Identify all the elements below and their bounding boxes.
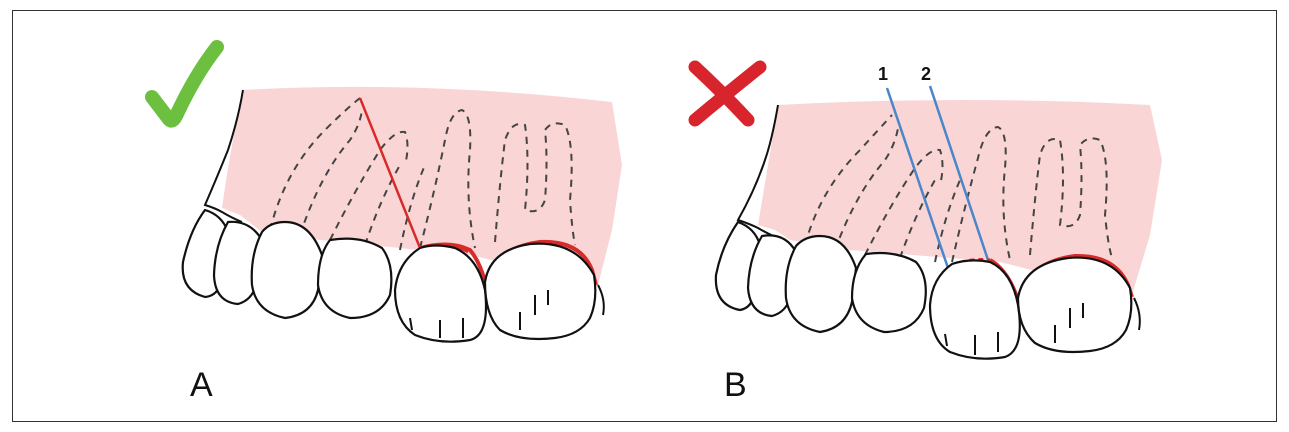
premolar-tooth	[852, 253, 926, 332]
cross-icon	[695, 67, 760, 120]
canine-tooth	[252, 222, 322, 318]
panel-label-a: A	[190, 366, 213, 404]
panel-b: 1 2 B	[695, 64, 1162, 404]
molar-tooth	[1018, 258, 1131, 352]
line-label-2: 2	[921, 64, 931, 84]
canine-tooth	[786, 236, 856, 332]
molar-tooth	[485, 244, 595, 339]
line-label-1: 1	[878, 64, 888, 84]
panel-label-b: B	[724, 366, 747, 404]
premolar-tooth	[318, 239, 391, 318]
panel-a: A	[152, 47, 622, 404]
checkmark-icon	[152, 47, 217, 121]
